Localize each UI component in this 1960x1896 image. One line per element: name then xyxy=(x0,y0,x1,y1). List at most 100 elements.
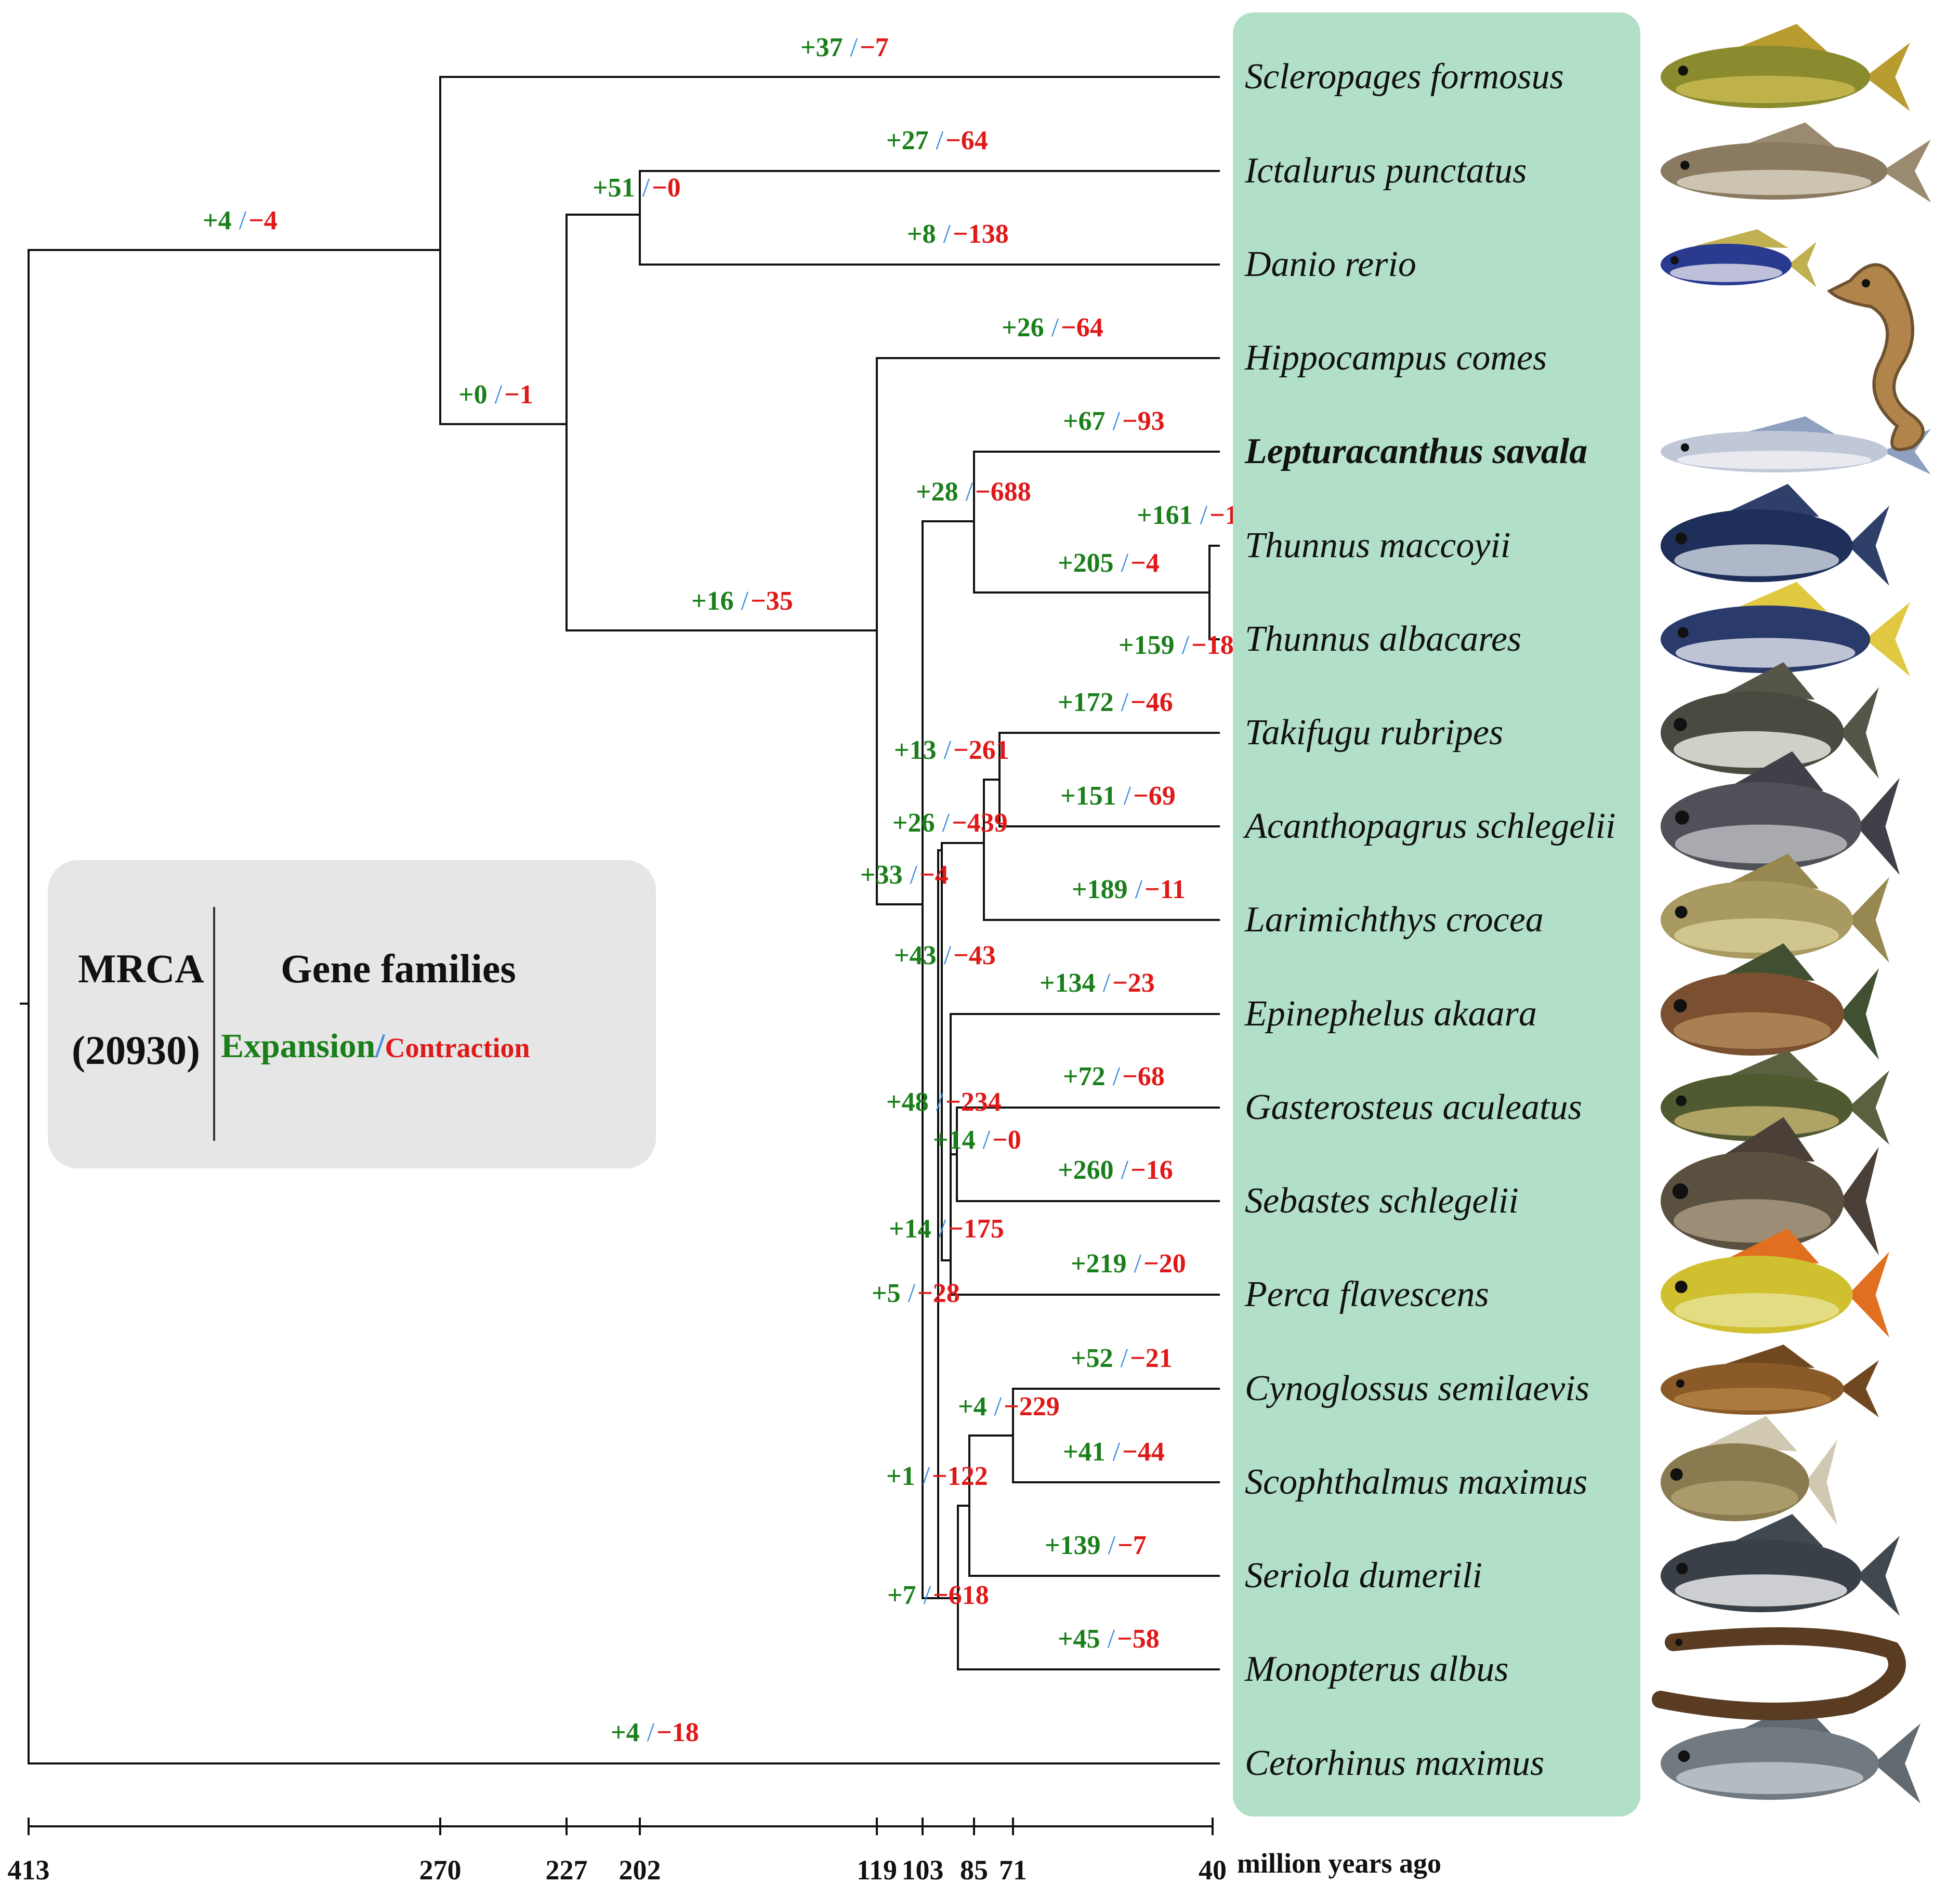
time-axis-tick-label: 40 xyxy=(1199,1854,1227,1886)
time-axis-tick-label: 71 xyxy=(999,1854,1027,1886)
branch-gene-family-label: +4/−18 xyxy=(611,1718,699,1747)
species-name: Scophthalmus maximus xyxy=(1245,1462,1588,1502)
time-axis-tick-label: 413 xyxy=(8,1854,50,1886)
species-name: Larimichthys crocea xyxy=(1245,900,1544,940)
stickleback-icon xyxy=(1661,1050,1889,1145)
branch-gene-family-label: +51/−0 xyxy=(593,173,681,203)
label-separator: / xyxy=(923,1462,930,1491)
branch-gene-family-label: +26/−439 xyxy=(892,808,1008,838)
contraction-count: −138 xyxy=(953,219,1009,249)
branch-gene-family-label: +189/−11 xyxy=(1072,875,1186,904)
contraction-count: −28 xyxy=(917,1279,960,1308)
contraction-count: −0 xyxy=(992,1125,1021,1155)
contraction-count: −20 xyxy=(1143,1249,1186,1279)
branch-gene-family-label: +139/−7 xyxy=(1045,1531,1147,1560)
expansion-count: +48 xyxy=(886,1087,929,1117)
expansion-count: +159 xyxy=(1119,630,1175,660)
branch-gene-family-label: +16/−35 xyxy=(691,586,793,616)
expansion-count: +260 xyxy=(1058,1155,1114,1185)
species-name: Cynoglossus semilaevis xyxy=(1245,1368,1590,1408)
perch-icon xyxy=(1661,1228,1889,1338)
contraction-count: −234 xyxy=(945,1087,1002,1117)
axis-unit-label: million years ago xyxy=(1237,1848,1441,1879)
label-separator: / xyxy=(1108,1531,1116,1560)
species-panel xyxy=(1233,12,1640,1816)
branch-gene-family-label: +0/−1 xyxy=(458,380,533,410)
time-axis-tick-label: 119 xyxy=(857,1854,897,1886)
contraction-count: −4 xyxy=(248,206,278,235)
label-separator: / xyxy=(495,380,503,410)
legend-expansion-label: Expansion xyxy=(221,1027,376,1065)
expansion-count: +151 xyxy=(1060,781,1116,811)
expansion-count: +219 xyxy=(1071,1249,1127,1279)
label-separator: / xyxy=(1124,781,1132,811)
species-name: Ictalurus punctatus xyxy=(1245,151,1527,191)
contraction-count: −175 xyxy=(948,1214,1004,1244)
label-separator: / xyxy=(1182,630,1190,660)
branch-gene-family-label: +72/−68 xyxy=(1063,1062,1165,1091)
grouper-icon xyxy=(1661,943,1879,1060)
label-separator: / xyxy=(983,1125,991,1155)
contraction-count: −64 xyxy=(1061,313,1103,343)
branch-gene-family-label: +67/−93 xyxy=(1063,406,1165,436)
branch-gene-family-label: +14/−175 xyxy=(889,1214,1004,1244)
species-name: Lepturacanthus savala xyxy=(1245,431,1588,471)
contraction-count: −64 xyxy=(945,126,988,155)
contraction-count: −21 xyxy=(1130,1344,1173,1373)
label-separator: / xyxy=(1135,875,1143,904)
branch-gene-family-label: +172/−46 xyxy=(1058,688,1173,717)
branch-gene-family-label: +37/−7 xyxy=(800,33,889,62)
branch-gene-family-label: +28/−688 xyxy=(916,477,1031,507)
contraction-count: −7 xyxy=(860,33,889,62)
species-name: Thunnus albacares xyxy=(1245,619,1522,659)
ribbonfish-icon xyxy=(1661,416,1931,475)
species-name: Cetorhinus maximus xyxy=(1245,1743,1545,1783)
expansion-count: +43 xyxy=(894,941,937,970)
branch-gene-family-label: +26/−64 xyxy=(1002,313,1103,343)
label-separator: / xyxy=(1103,968,1111,998)
expansion-count: +4 xyxy=(958,1392,987,1421)
rockfish-icon xyxy=(1661,1117,1879,1256)
species-name: Epinephelus akaara xyxy=(1245,994,1537,1034)
time-axis-tick-label: 270 xyxy=(419,1854,462,1886)
branch-gene-family-label: +134/−23 xyxy=(1040,968,1155,998)
zebrafish-icon xyxy=(1661,229,1817,287)
croaker-icon xyxy=(1661,853,1889,963)
expansion-count: +0 xyxy=(458,380,488,410)
expansion-count: +27 xyxy=(886,126,929,155)
label-separator: / xyxy=(994,1392,1002,1421)
expansion-count: +8 xyxy=(907,219,936,249)
expansion-count: +52 xyxy=(1071,1344,1113,1373)
expansion-count: +41 xyxy=(1063,1437,1106,1467)
branch-label-layer: +37/−7+27/−64+8/−138+26/−64+67/−93+161/−… xyxy=(203,33,1266,1747)
legend-box xyxy=(48,860,656,1168)
contraction-count: −44 xyxy=(1122,1437,1165,1467)
contraction-count: −439 xyxy=(952,808,1008,838)
expansion-count: +134 xyxy=(1040,968,1096,998)
expansion-count: +4 xyxy=(611,1718,640,1747)
species-name: Hippocampus comes xyxy=(1245,338,1547,378)
species-name: Scleropages formosus xyxy=(1245,57,1564,97)
contraction-count: −93 xyxy=(1122,406,1165,436)
branch-gene-family-label: +219/−20 xyxy=(1071,1249,1186,1279)
species-name: Seriola dumerili xyxy=(1245,1556,1482,1596)
expansion-count: +33 xyxy=(860,860,903,890)
label-separator: / xyxy=(936,126,944,155)
expansion-count: +14 xyxy=(889,1214,931,1244)
label-separator: / xyxy=(1200,501,1208,530)
label-separator: / xyxy=(1108,1624,1115,1654)
fish-illustrations xyxy=(1652,24,1931,1803)
contraction-count: −18 xyxy=(656,1718,699,1747)
tonguesole-icon xyxy=(1661,1345,1879,1417)
contraction-count: −16 xyxy=(1130,1155,1173,1185)
species-name: Monopterus albus xyxy=(1245,1649,1509,1689)
label-separator: / xyxy=(1121,1344,1128,1373)
label-separator: / xyxy=(966,477,974,507)
expansion-count: +26 xyxy=(1002,313,1044,343)
branch-gene-family-label: +205/−4 xyxy=(1058,548,1160,578)
branch-gene-family-label: +43/−43 xyxy=(894,941,996,970)
label-separator: / xyxy=(908,1279,916,1308)
expansion-count: +67 xyxy=(1063,406,1106,436)
label-separator: / xyxy=(1113,1062,1121,1091)
